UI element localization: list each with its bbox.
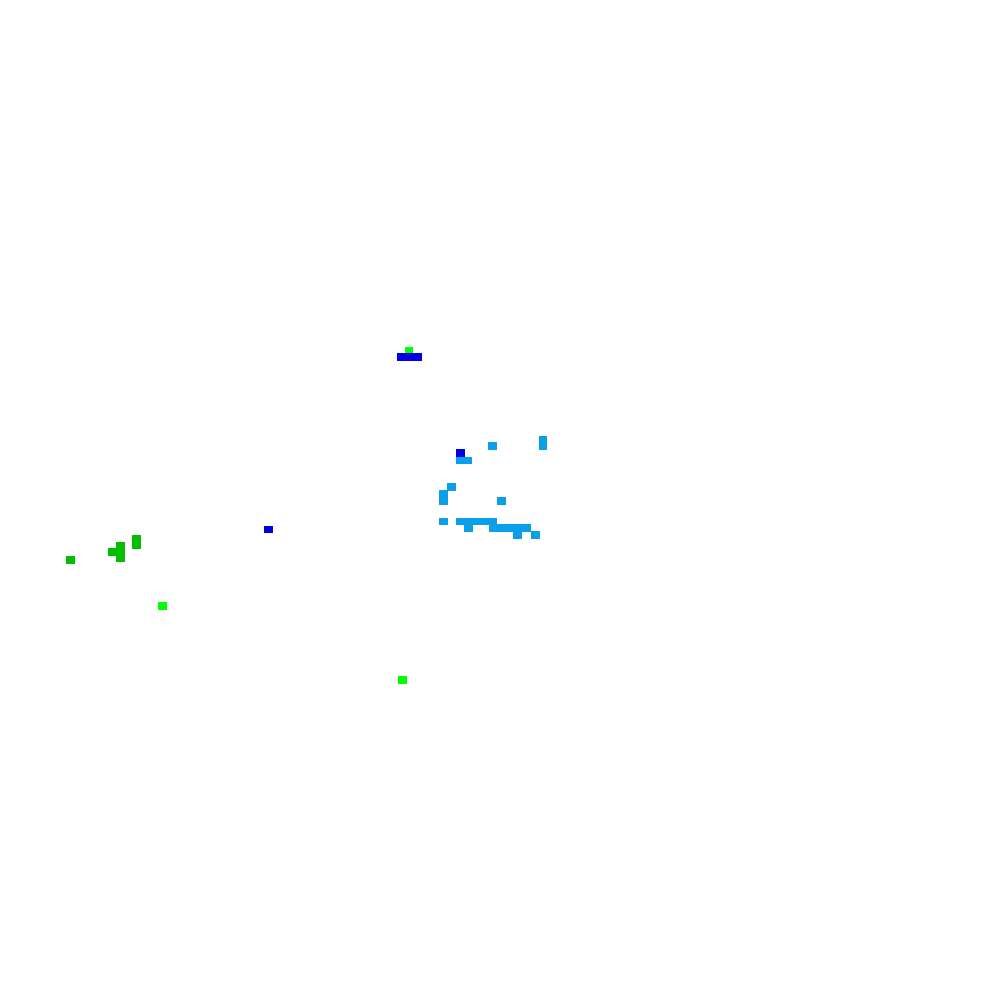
sky-blue-cluster-pixel-14 [531,531,540,539]
left-green-cluster-pixel-16 [132,535,141,549]
isolated-markers-pixel-22 [398,676,407,684]
top-center-marker-pixel-1 [397,353,422,361]
sky-blue-cluster-pixel-11 [464,525,473,532]
sky-blue-cluster-pixel-2 [488,442,497,450]
sky-blue-cluster-pixel-4 [456,449,465,457]
isolated-markers-pixel-15 [264,526,273,533]
top-center-marker-pixel-0 [405,347,413,353]
isolated-markers-pixel-21 [158,602,167,610]
sky-blue-cluster-pixel-12 [489,524,531,532]
sky-blue-cluster-pixel-7 [439,490,448,505]
sky-blue-cluster-pixel-9 [439,518,448,525]
sky-blue-cluster-pixel-3 [539,436,547,450]
sky-blue-cluster-pixel-13 [513,531,522,539]
left-green-cluster-pixel-18 [108,548,125,556]
left-green-cluster-pixel-19 [116,555,125,562]
left-green-cluster-pixel-17 [116,542,125,550]
left-green-cluster-pixel-20 [66,556,75,564]
sky-blue-cluster-pixel-6 [447,483,456,491]
sky-blue-cluster-pixel-5 [456,457,472,464]
sky-blue-cluster-pixel-8 [497,497,506,505]
sky-blue-cluster-pixel-10 [456,518,497,525]
